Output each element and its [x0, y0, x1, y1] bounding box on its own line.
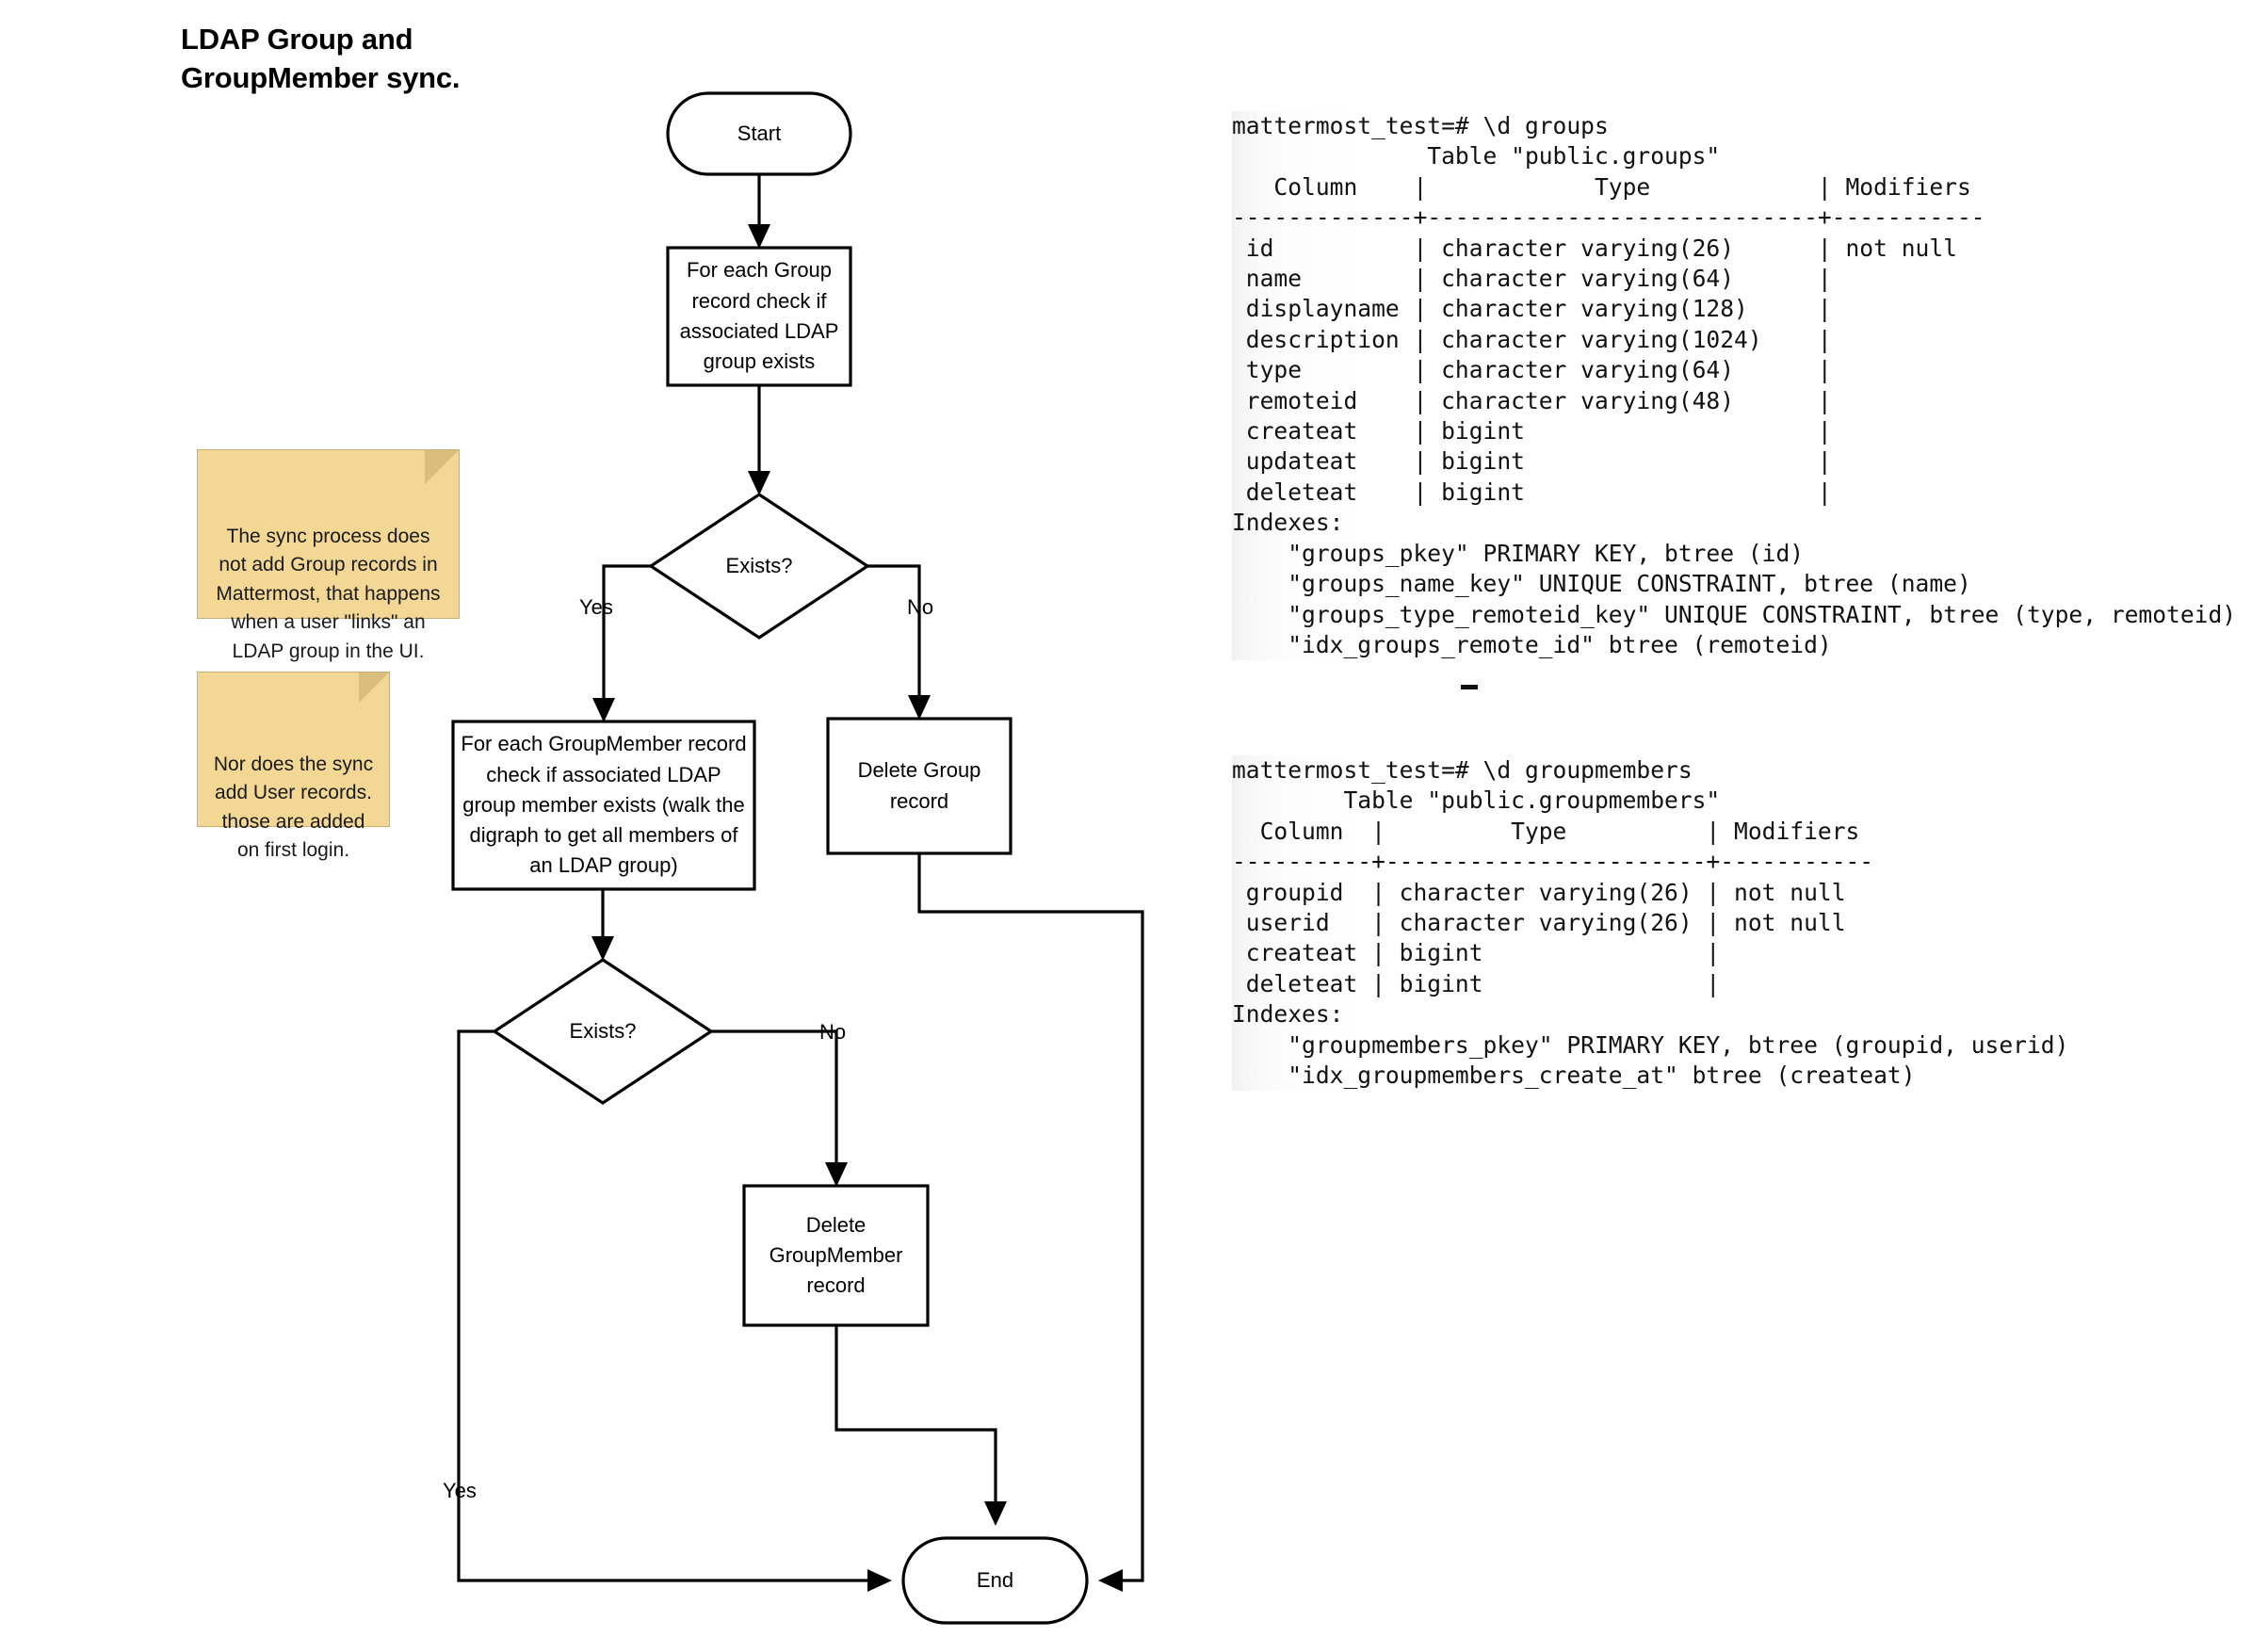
edge-label-group-yes: Yes	[579, 595, 613, 619]
node-exists-group-shape	[648, 493, 870, 640]
note-fold-corner	[359, 673, 389, 703]
arrowhead-exists2-yes-to-end	[867, 1569, 892, 1592]
edge-label-groupmember-yes: Yes	[443, 1479, 477, 1502]
edge-deletegroup-to-end	[917, 853, 1144, 1582]
arrowhead-exists-yes	[592, 698, 615, 722]
arrowhead-deletegroup-to-end	[1098, 1569, 1123, 1592]
sticky-note-group-records: The sync process does not add Group reco…	[197, 449, 460, 662]
edge-deletegroupmember-to-end	[834, 1325, 997, 1513]
sticky-note-user-records: Nor does the sync add User records. thos…	[197, 672, 390, 861]
edge-label-group-no: No	[907, 595, 934, 619]
arrowhead-start-to-foreachgroup	[748, 224, 770, 249]
edge-exists-no-to-deletegroup	[867, 564, 921, 706]
node-end-shape	[901, 1536, 1089, 1625]
arrowhead-deletegroupmember-to-end	[984, 1501, 1007, 1526]
note-fold-corner	[425, 450, 459, 484]
node-for-each-group-shape	[666, 246, 852, 387]
arrowhead-foreachgroupmember-to-exists2	[591, 936, 614, 961]
page-title: LDAP Group and GroupMember sync.	[181, 23, 461, 94]
node-delete-groupmember-shape	[742, 1184, 930, 1327]
edge-exists2-yes-to-end	[457, 1029, 879, 1582]
sticky-note-text: The sync process does not add Group reco…	[216, 525, 441, 662]
arrowhead-exists2-no	[825, 1162, 848, 1187]
edge-exists-yes-to-foreachgroupmember	[602, 564, 651, 709]
console-groupmembers-table: mattermost_test=# \d groupmembers Table …	[1232, 755, 2069, 1092]
arrowhead-foreachgroup-to-exists	[748, 471, 770, 495]
node-exists-groupmember-shape	[492, 958, 714, 1105]
arrowhead-exists-no	[908, 695, 931, 720]
edge-exists2-no-to-deletegroupmember	[711, 1029, 838, 1174]
console-cursor-groups	[1461, 685, 1478, 689]
node-for-each-groupmember-shape	[451, 720, 756, 891]
node-start-shape	[666, 91, 852, 176]
sticky-note-text: Nor does the sync add User records. thos…	[213, 753, 374, 862]
console-groups-table: mattermost_test=# \d groups Table "publi…	[1232, 111, 2237, 661]
edge-label-groupmember-no: No	[819, 1020, 847, 1044]
node-delete-group-shape	[826, 717, 1012, 855]
